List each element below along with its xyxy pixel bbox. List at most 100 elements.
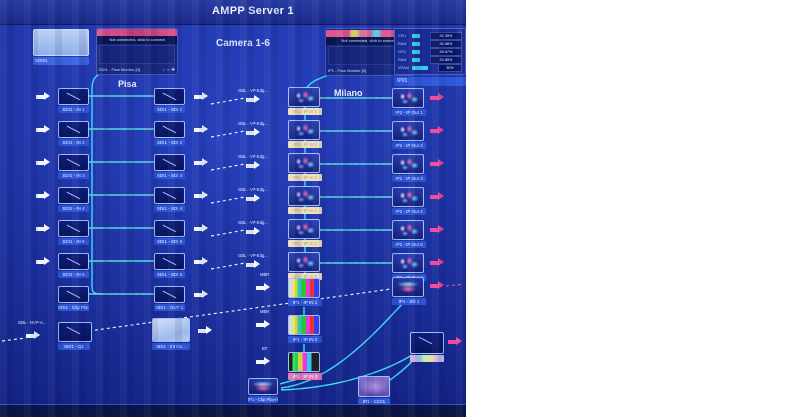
video-thumbnail: [392, 187, 424, 207]
node-label: SDI1 - IN 3: [58, 172, 89, 179]
edge-in-arrow: [246, 95, 260, 104]
node-sdi-out[interactable]: SDI1 - SDI 1: [154, 88, 185, 113]
device-label-ip01[interactable]: IP01: [394, 77, 466, 86]
node-int-out[interactable]: SDI1 - Int Ou...: [152, 318, 190, 350]
node-sdi-out1[interactable]: SDI1 - OUT 1: [154, 286, 185, 311]
node-sdi-out[interactable]: SDI1 - SDI 2: [154, 121, 185, 146]
video-thumbnail: [392, 220, 424, 240]
node-sdi-out[interactable]: SDI1 - SDI 3: [154, 154, 185, 179]
node-label-warning: IP1 - IP In 1: [288, 108, 322, 115]
node-q1[interactable]: SDI1 - Q1: [58, 322, 92, 350]
stat-row: GPU 88.67%: [398, 47, 462, 56]
node-label: SDI1 - Int Ou...: [152, 343, 190, 350]
stat-row: CPU 92.39%: [398, 31, 462, 40]
stat-value: 88.67%: [430, 47, 462, 56]
edge-route-label: MBR: [260, 272, 270, 277]
monitor-alert-bar: [326, 30, 412, 37]
output-arrow: [430, 258, 444, 267]
edge-route-label: GBL - VP-Edg...: [238, 88, 268, 93]
node-clip-player-sdi[interactable]: SDI1 - Clip Pla...: [58, 286, 89, 311]
flow-out-arrow: [194, 158, 208, 167]
node-ip-in[interactable]: IP1 - IP In 6: [288, 252, 322, 280]
node-ip-sd1[interactable]: IP1 - SD 1: [392, 277, 426, 305]
video-thumbnail: [288, 120, 320, 140]
node-ip-in-2[interactable]: IP1 - IP IN 2: [288, 315, 322, 343]
signal-row: SDI1 - IN 4 SDI1 - SDI 4 GBL - VP-Edg...…: [0, 186, 466, 215]
node-sdi-in[interactable]: SDI1 - IN 2: [58, 121, 89, 146]
node-ip-in[interactable]: IP1 - IP In 1: [288, 87, 322, 115]
node-label: IP1 - IP Out 5: [392, 241, 426, 248]
node-ip-in-1[interactable]: IP1 - IP IN 1: [288, 278, 322, 306]
node-ip-out[interactable]: IP1 - IP Out 1: [392, 88, 426, 116]
flow-in-arrow: [36, 125, 50, 134]
video-thumbnail: [392, 277, 424, 297]
monitor-status[interactable]: Not connected, click to connect: [326, 37, 412, 45]
node-label-warning: IP1 - IP In 5: [288, 240, 322, 247]
stat-value: 30%: [438, 63, 462, 72]
node-sdi-in[interactable]: SDI1 - IN 5: [58, 220, 89, 245]
node-ip-in[interactable]: IP1 - IP In 2: [288, 120, 322, 148]
region-label-pisa: Pisa: [118, 79, 137, 89]
node-monitor-out[interactable]: [410, 332, 444, 362]
no-signal-screen-icon: [154, 187, 185, 204]
flow-out-arrow: [194, 224, 208, 233]
no-signal-screen-icon: [154, 253, 185, 270]
signal-row: SDI1 - IN 3 SDI1 - SDI 3 GBL - VP-Edg...…: [0, 153, 466, 182]
video-thumbnail: [288, 219, 320, 239]
node-ip-out[interactable]: IP1 - IP Out 5: [392, 220, 426, 248]
no-signal-screen-icon: [154, 286, 185, 303]
region-label-milano: Milano: [334, 88, 363, 98]
colorbar-strip: [410, 355, 444, 362]
node-ip-in[interactable]: IP1 - IP In 4: [288, 186, 322, 214]
server-stats-panel[interactable]: ☼ CPU 92.39% RAM 85.66% GPU 88.67% RAM 8…: [394, 28, 466, 75]
flow-in-arrow: [36, 224, 50, 233]
node-ip-out[interactable]: IP1 - IP Out 4: [392, 187, 426, 215]
edge-route-label: BT: [262, 346, 268, 351]
flow-in-arrow: [36, 191, 50, 200]
node-label: IP1 - IP Out 2: [392, 142, 426, 149]
node-label: SDI1 - OUT 1: [154, 304, 185, 311]
node-sdi-in[interactable]: SDI1 - IN 3: [58, 154, 89, 179]
node-ip-in-3[interactable]: IP1 - IP IN 3: [288, 352, 322, 380]
edge-in-arrow: [246, 260, 260, 269]
device-label-sdi01[interactable]: SDI01: [33, 57, 89, 65]
colorbars-thumbnail: [288, 315, 320, 335]
output-arrow: [430, 159, 444, 168]
node-ip-in[interactable]: IP1 - IP In 3: [288, 153, 322, 181]
audio-icon[interactable]: ♪: [162, 66, 166, 72]
node-sdi-out[interactable]: SDI1 - SDI 4: [154, 187, 185, 212]
no-signal-screen-icon: [58, 154, 89, 171]
node-label: SDI1 - IN 4: [58, 205, 89, 212]
node-ip-cc01[interactable]: IP1 - CC01: [358, 376, 390, 405]
no-signal-screen-icon: [58, 253, 89, 270]
output-arrow: [430, 93, 444, 102]
flow-monitor-pisa[interactable]: Not connected, click to connect SDI1 - F…: [96, 28, 178, 75]
node-ip-clip-player[interactable]: IP1 - Clip Player: [248, 378, 278, 403]
no-signal-screen-icon: [154, 220, 185, 237]
node-label: SDI1 - SDI 2: [154, 139, 185, 146]
node-sdi-out[interactable]: SDI1 - SDI 5: [154, 220, 185, 245]
node-ip-out[interactable]: IP1 - IP Out 3: [392, 154, 426, 182]
gear-icon[interactable]: ☼: [166, 66, 171, 72]
node-ip-in[interactable]: IP1 - IP In 5: [288, 219, 322, 247]
node-label: SDI1 - IN 2: [58, 139, 89, 146]
output-arrow: [430, 192, 444, 201]
edge-in-arrow: [246, 128, 260, 137]
node-sdi-in[interactable]: SDI1 - IN 6: [58, 253, 89, 278]
stat-value: 92.39%: [430, 31, 462, 40]
node-label: SDI1 - IN 5: [58, 238, 89, 245]
expand-icon[interactable]: ✚: [171, 66, 175, 72]
device-preview-sdi01[interactable]: [33, 29, 89, 56]
gear-icon[interactable]: ☼: [458, 29, 463, 35]
monitor-status[interactable]: Not connected, click to connect: [97, 36, 177, 44]
signal-row: SDI1 - IN 6 SDI1 - SDI 6 GBL - VP-Edg...…: [0, 252, 466, 281]
edge-route-label: GBL - VP-Edg...: [238, 154, 268, 159]
node-sdi-out[interactable]: SDI1 - SDI 6: [154, 253, 185, 278]
node-sdi-in[interactable]: SDI1 - IN 1: [58, 88, 89, 113]
node-sdi-in[interactable]: SDI1 - IN 4: [58, 187, 89, 212]
flow-in-arrow: [36, 158, 50, 167]
node-ip-out[interactable]: IP1 - IP Out 2: [392, 121, 426, 149]
flow-out-arrow: [194, 92, 208, 101]
node-label: SDI1 - Q1: [58, 343, 90, 350]
monitor-name: IP1 - Flow Monitor [0]: [328, 68, 367, 73]
